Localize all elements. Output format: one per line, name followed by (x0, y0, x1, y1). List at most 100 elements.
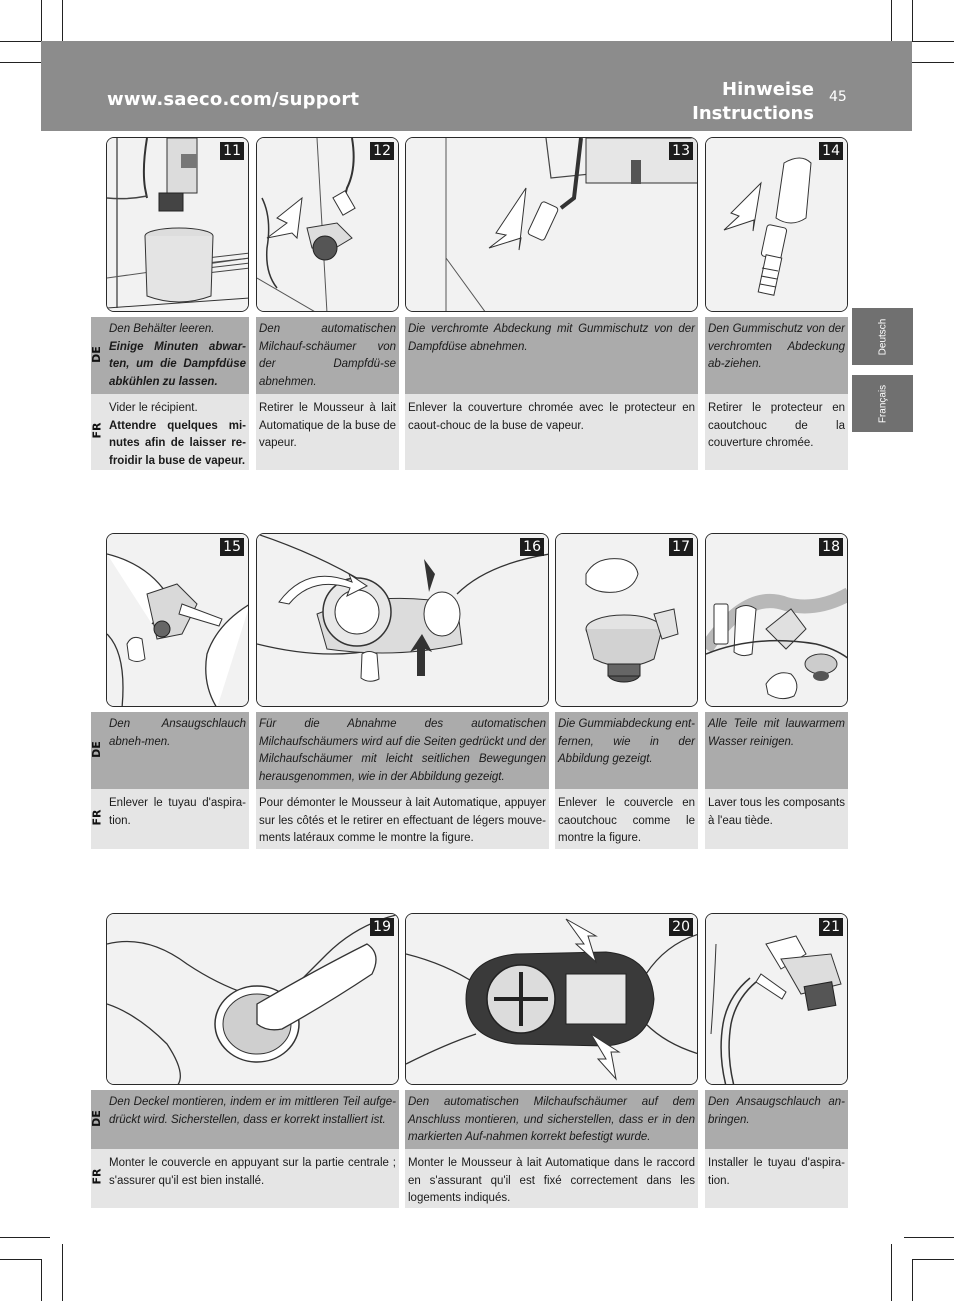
step-number-badge: 11 (220, 142, 244, 160)
language-code-de: DE (89, 1110, 103, 1127)
step-18-illustration: 18 (705, 533, 848, 707)
step-number-badge: 12 (370, 142, 394, 160)
crop-mark (904, 62, 954, 63)
caption-text: Pour démonter le Mousseur à lait Automat… (259, 797, 546, 844)
caption-text: Den Deckel montieren, indem er im mittle… (109, 1096, 396, 1126)
step-15-caption-fr: Enlever le tuyau d'aspira-tion. (106, 789, 249, 849)
caption-text: Retirer le protecteur en caoutchouc de l… (708, 402, 845, 449)
language-tab-francais[interactable]: Français (852, 375, 913, 432)
step-number-badge: 14 (819, 142, 843, 160)
crop-mark (0, 41, 42, 42)
crop-mark (891, 1244, 892, 1301)
step-20-illustration: 20 (405, 913, 698, 1085)
step-number-badge: 18 (819, 538, 843, 556)
caption-text: Monter le Mousseur à lait Automatique da… (408, 1157, 695, 1204)
step-14-caption-fr: Retirer le protecteur en caoutchouc de l… (705, 394, 848, 470)
crop-mark (62, 1244, 63, 1301)
step-16-illustration: 16 (256, 533, 549, 707)
step-number-badge: 19 (370, 918, 394, 936)
caption-de-row-3-label-cell: DE (89, 1090, 106, 1149)
step-12-caption-de: Den automatischen Milchauf-schäumer von … (256, 317, 399, 394)
caption-fr-row-2-label-cell: FR (90, 789, 106, 849)
step-16-caption-fr: Pour démonter le Mousseur à lait Automat… (256, 789, 549, 849)
crop-mark (912, 0, 913, 42)
caption-text: Die Gummiabdeckung ent-fernen, wie in de… (558, 718, 695, 765)
crop-mark (0, 1237, 50, 1238)
step-12-caption-fr: Retirer le Mousseur à lait Automatique d… (256, 394, 399, 470)
caption-de-row-2-label-cell: DE (89, 712, 106, 789)
step-17-illustration: 17 (555, 533, 698, 707)
language-code-fr: FR (90, 809, 104, 826)
section-title-de: Hinweise (722, 79, 814, 100)
step-11-illustration: 11 (106, 137, 249, 312)
step-18-caption-fr: Laver tous les composants à l'eau tiède. (705, 789, 848, 849)
step-21-caption-de: Den Ansaugschlauch an-bringen. (705, 1090, 848, 1149)
language-tab-label: Français (877, 384, 888, 423)
caption-text: Die verchromte Abdeckung mit Gummischutz… (408, 323, 695, 353)
step-15-illustration: 15 (106, 533, 249, 707)
caption-text: Retirer le Mousseur à lait Automatique d… (259, 402, 396, 449)
step-19-caption-fr: Monter le couvercle en appuyant sur la p… (106, 1149, 399, 1208)
crop-mark (912, 1259, 954, 1260)
step-number-badge: 13 (669, 142, 693, 160)
caption-text: Den Gummischutz von der verchromten Abde… (708, 323, 845, 370)
caption-text: Enlever la couverture chromée avec le pr… (408, 402, 695, 432)
crop-mark (41, 1259, 42, 1301)
crop-mark (62, 0, 63, 58)
step-11-caption-fr: Vider le récipient.Attendre quelques mi-… (106, 394, 249, 470)
step-17-caption-fr: Enlever le couvercle en caoutchouc comme… (555, 789, 698, 849)
caption-text: Vider le récipient.Attendre quelques mi-… (109, 402, 246, 467)
caption-text: Für die Abnahme des automatischen Milcha… (259, 718, 546, 783)
step-15-caption-de: Den Ansaugschlauch abneh-men. (106, 712, 249, 789)
language-code-de: DE (89, 346, 103, 363)
step-19-caption-de: Den Deckel montieren, indem er im mittle… (106, 1090, 399, 1149)
language-code-fr: FR (90, 422, 104, 439)
crop-mark (41, 0, 42, 42)
step-21-illustration: 21 (705, 913, 848, 1085)
caption-text: Den automatischen Milchaufschäumer auf d… (408, 1096, 695, 1143)
step-20-caption-fr: Monter le Mousseur à lait Automatique da… (405, 1149, 698, 1208)
step-14-illustration: 14 (705, 137, 848, 312)
section-title-en: Instructions (692, 103, 814, 124)
step-number-badge: 16 (520, 538, 544, 556)
step-number-badge: 15 (220, 538, 244, 556)
language-tab-label: Deutsch (877, 318, 888, 355)
caption-text: Laver tous les composants à l'eau tiède. (708, 797, 845, 827)
language-tab-deutsch[interactable]: Deutsch (852, 308, 913, 365)
caption-fr-row-1-label-cell: FR (90, 394, 106, 470)
language-code-fr: FR (90, 1168, 104, 1185)
caption-de-row-1-label-cell: DE (89, 317, 106, 394)
page-number: 45 (829, 89, 847, 105)
caption-text: Monter le couvercle en appuyant sur la p… (109, 1157, 396, 1187)
step-19-illustration: 19 (106, 913, 399, 1085)
caption-text: Installer le tuyau d'aspira-tion. (708, 1157, 845, 1187)
step-13-caption-de: Die verchromte Abdeckung mit Gummischutz… (405, 317, 698, 394)
language-code-de: DE (89, 741, 103, 758)
step-14-caption-de: Den Gummischutz von der verchromten Abde… (705, 317, 848, 394)
caption-text: Den Ansaugschlauch an-bringen. (708, 1096, 845, 1126)
crop-mark (0, 62, 50, 63)
crop-mark (912, 41, 954, 42)
step-12-illustration: 12 (256, 137, 399, 312)
step-number-badge: 21 (819, 918, 843, 936)
caption-fr-row-3-label-cell: FR (90, 1149, 106, 1208)
crop-mark (912, 1259, 913, 1301)
step-13-illustration: 13 (405, 137, 698, 312)
step-18-caption-de: Alle Teile mit lauwarmem Wasser reinigen… (705, 712, 848, 789)
caption-text: Enlever le couvercle en caoutchouc comme… (558, 797, 695, 844)
step-16-caption-de: Für die Abnahme des automatischen Milcha… (256, 712, 549, 789)
caption-text: Enlever le tuyau d'aspira-tion. (109, 797, 246, 827)
step-number-badge: 17 (669, 538, 693, 556)
caption-text: Den automatischen Milchauf-schäumer von … (259, 323, 396, 388)
step-20-caption-de: Den automatischen Milchaufschäumer auf d… (405, 1090, 698, 1149)
support-url[interactable]: www.saeco.com/support (107, 89, 360, 110)
step-11-caption-de: Den Behälter leeren.Einige Minuten abwar… (106, 317, 249, 394)
step-21-caption-fr: Installer le tuyau d'aspira-tion. (705, 1149, 848, 1208)
step-number-badge: 20 (669, 918, 693, 936)
crop-mark (891, 0, 892, 58)
crop-mark (904, 1237, 954, 1238)
caption-text: Den Ansaugschlauch abneh-men. (109, 718, 246, 748)
caption-text: Alle Teile mit lauwarmem Wasser reinigen… (708, 718, 845, 748)
caption-text: Den Behälter leeren.Einige Minuten abwar… (109, 323, 246, 388)
step-13-caption-fr: Enlever la couverture chromée avec le pr… (405, 394, 698, 470)
